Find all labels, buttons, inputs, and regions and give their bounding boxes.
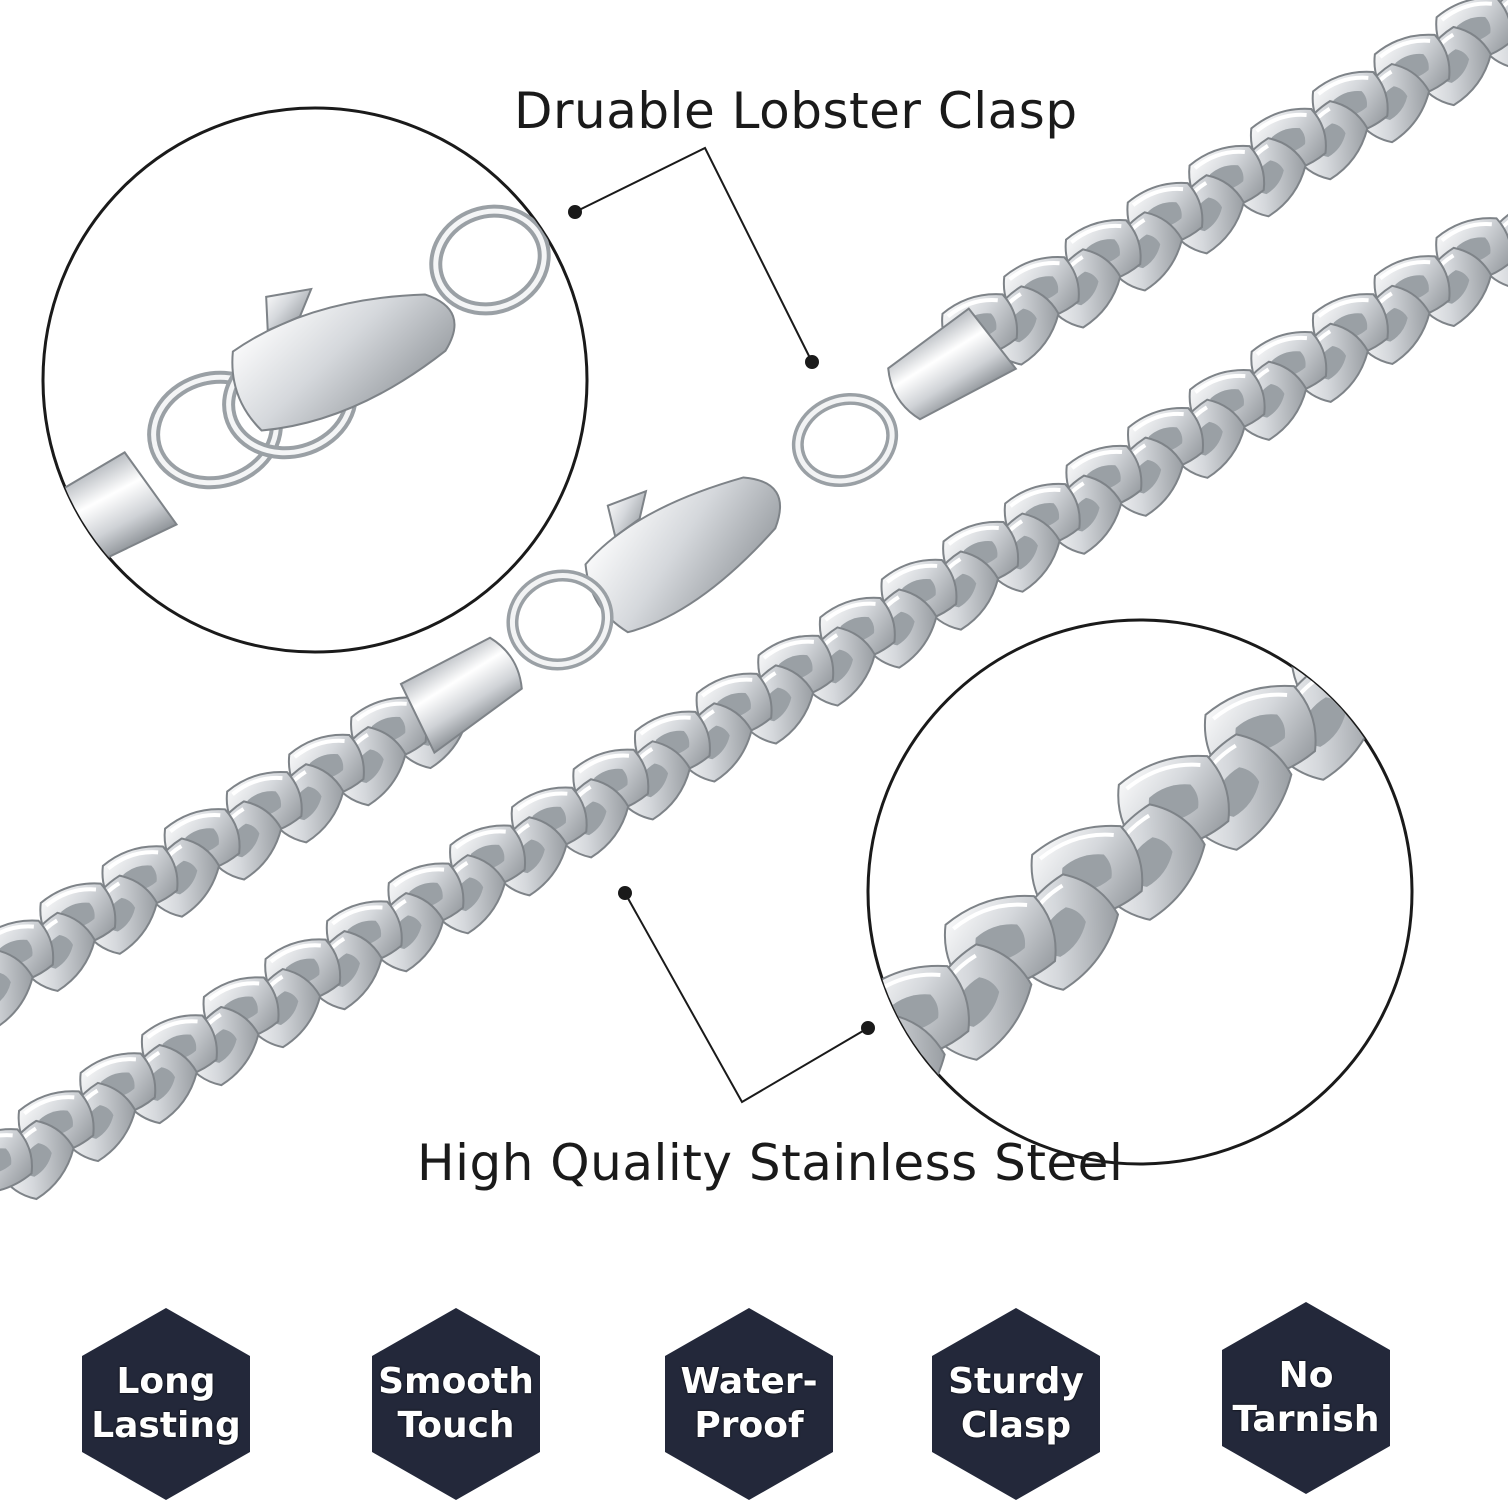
chain-link bbox=[1353, 620, 1412, 711]
badge-water-proof: Water-Proof bbox=[661, 1304, 837, 1504]
chain-link bbox=[0, 919, 55, 986]
badge-line1: Long bbox=[116, 1361, 216, 1402]
callout-stainless-steel: High Quality Stainless Steel bbox=[417, 1134, 1124, 1192]
badge-line2: Proof bbox=[694, 1405, 804, 1446]
steel-zoom-circle bbox=[866, 618, 1414, 1166]
badge-line1: Sturdy bbox=[948, 1361, 1084, 1402]
leader-line-steel bbox=[618, 886, 875, 1104]
curb-chain-upper bbox=[0, 0, 1508, 1030]
badge-line2: Tarnish bbox=[1232, 1399, 1380, 1440]
lobster-clasp-main bbox=[399, 307, 1018, 755]
badge-line1: Water- bbox=[680, 1361, 818, 1402]
badge-line1: Smooth bbox=[378, 1361, 534, 1402]
leader-line-clasp bbox=[568, 146, 819, 369]
badge-line2: Touch bbox=[397, 1405, 515, 1446]
clasp-zoom-circle bbox=[41, 106, 589, 654]
curb-chain-lower bbox=[0, 208, 1508, 1201]
badge-line2: Clasp bbox=[960, 1405, 1072, 1446]
callout-lobster-clasp: Druable Lobster Clasp bbox=[514, 82, 1078, 140]
chain-link bbox=[0, 948, 34, 1030]
badge-line2: Lasting bbox=[91, 1405, 241, 1446]
chain-link bbox=[0, 1128, 33, 1194]
badge-line1: No bbox=[1278, 1355, 1334, 1396]
